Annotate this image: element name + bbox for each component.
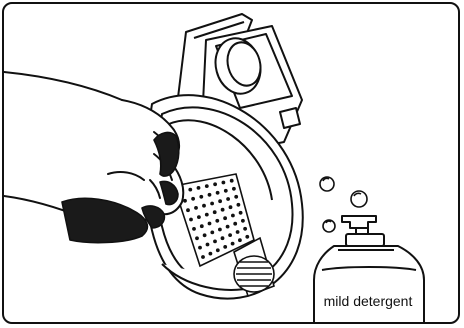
mesh-hole (228, 233, 232, 237)
mesh-hole (209, 252, 213, 256)
mesh-hole (218, 228, 222, 232)
bottle-label: mild detergent (324, 293, 413, 309)
mesh-hole (191, 197, 195, 201)
mesh-hole (213, 240, 217, 244)
mesh-hole (218, 199, 222, 203)
mesh-hole (186, 208, 190, 212)
mesh-hole (243, 227, 247, 231)
mesh-hole (238, 238, 242, 242)
mesh-hole (197, 215, 201, 219)
mesh-hole (226, 225, 230, 229)
cleaning-illustration: mild detergent (4, 4, 460, 324)
illustration-frame: mild detergent (2, 2, 460, 324)
mesh-hole (221, 208, 225, 212)
mesh-hole (208, 193, 212, 197)
mesh-hole (188, 188, 192, 192)
mesh-hole (205, 184, 209, 188)
mesh-hole (224, 189, 228, 193)
mesh-hole (215, 219, 219, 223)
mesh-hole (229, 205, 233, 209)
mesh-hole (221, 236, 225, 240)
mesh-hole (210, 202, 214, 206)
mesh-hole (216, 248, 220, 252)
mesh-hole (203, 233, 207, 237)
mesh-hole (239, 211, 243, 215)
mesh-hole (183, 199, 187, 203)
mesh-hole (241, 219, 245, 223)
mesh-hole (213, 182, 217, 186)
mesh-hole (197, 186, 201, 190)
mesh-hole (226, 197, 230, 201)
mesh-hole (213, 210, 217, 214)
mesh-hole (231, 214, 235, 218)
mesh-hole (245, 235, 249, 239)
mesh-hole (234, 195, 238, 199)
mesh-hole (223, 216, 227, 220)
mesh-hole (236, 230, 240, 234)
mesh-hole (200, 224, 204, 228)
mesh-hole (189, 218, 193, 222)
mesh-hole (237, 203, 241, 207)
mesh-hole (205, 213, 209, 217)
mesh-hole (202, 204, 206, 208)
mesh-hole (223, 245, 227, 249)
mesh-hole (232, 187, 236, 191)
mesh-hole (231, 242, 235, 246)
mesh-hole (216, 191, 220, 195)
mesh-hole (195, 236, 199, 240)
mesh-hole (198, 246, 202, 250)
mesh-hole (199, 195, 203, 199)
mesh-hole (233, 222, 237, 226)
mesh-hole (222, 181, 226, 185)
mesh-hole (194, 206, 198, 210)
mesh-hole (230, 179, 234, 183)
mesh-hole (201, 255, 205, 259)
mesh-hole (208, 222, 212, 226)
mesh-hole (192, 227, 196, 231)
mesh-hole (206, 243, 210, 247)
mesh-hole (210, 231, 214, 235)
